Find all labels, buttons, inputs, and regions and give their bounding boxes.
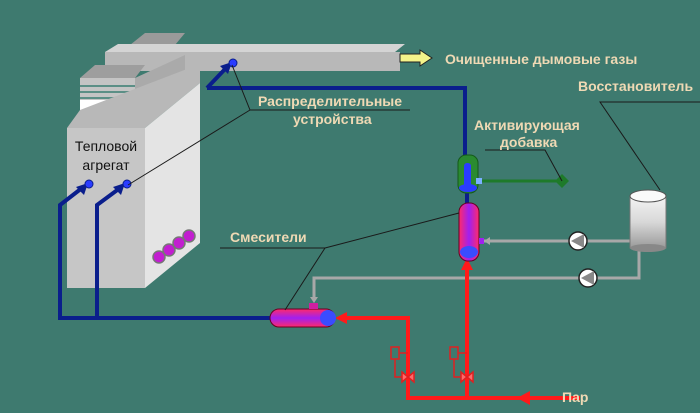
heat-unit-label-2: агрегат xyxy=(82,157,130,173)
reductant-label: Восстановитель xyxy=(578,78,694,94)
control-valve xyxy=(390,346,474,384)
additive-label-1: Активирующая xyxy=(474,117,580,133)
steam-arrowheads xyxy=(335,258,530,405)
flue-duct xyxy=(105,33,405,71)
steam-label: Пар xyxy=(562,389,589,405)
pump-icon xyxy=(568,231,588,251)
additive-label-2: добавка xyxy=(500,134,558,150)
heat-unit-label-1: Тепловой xyxy=(74,138,138,154)
distributor-nozzles xyxy=(84,58,238,189)
leader-lines xyxy=(127,64,700,311)
distributors-label-2: устройства xyxy=(293,111,372,127)
mixers-label: Смесители xyxy=(230,229,307,245)
flue-gas-label: Очищенные дымовые газы xyxy=(445,51,638,67)
flue-gas-arrow xyxy=(399,49,433,67)
mixer-vertical xyxy=(458,202,484,262)
steam-pipes xyxy=(340,262,580,400)
mixer-horizontal xyxy=(269,303,336,328)
distributors-label-1: Распределительные xyxy=(258,93,403,109)
heat-unit xyxy=(67,55,200,288)
additive-line xyxy=(457,154,569,194)
blue-pipes xyxy=(58,65,469,320)
reductant-tank xyxy=(629,189,667,252)
reagent-lines xyxy=(312,239,641,298)
pump-icon xyxy=(578,268,598,288)
burners xyxy=(152,229,196,264)
